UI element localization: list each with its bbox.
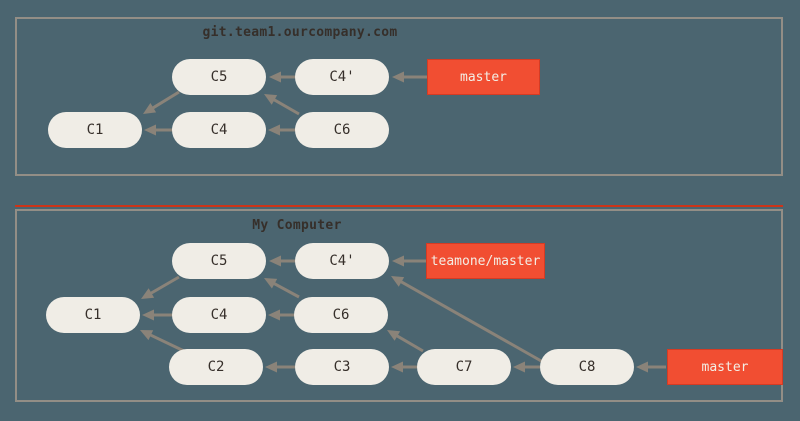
local-box-accent-line: [15, 205, 783, 207]
repo-box-server: [15, 17, 783, 176]
commit-node-local-C4: C4: [172, 297, 266, 333]
commit-node-local-C1: C1: [46, 297, 140, 333]
commit-node-server-C4: C4: [172, 112, 266, 148]
commit-node-local-C6: C6: [294, 297, 388, 333]
server-box-title: git.team1.ourcompany.com: [202, 25, 398, 40]
local-box-title: My Computer: [252, 218, 342, 233]
commit-node-local-C5: C5: [172, 243, 266, 279]
commit-node-local-C7: C7: [417, 349, 511, 385]
commit-node-local-C4p: C4': [295, 243, 389, 279]
branch-label-server-master: master: [427, 59, 540, 95]
branch-label-teamone-master: teamone/master: [426, 243, 545, 279]
commit-node-local-C8: C8: [540, 349, 634, 385]
repo-box-local: [15, 209, 783, 402]
branch-label-local-master: master: [667, 349, 783, 385]
commit-node-local-C2: C2: [169, 349, 263, 385]
commit-node-server-C4p: C4': [295, 59, 389, 95]
commit-node-local-C3: C3: [295, 349, 389, 385]
commit-node-server-C1: C1: [48, 112, 142, 148]
commit-node-server-C5: C5: [172, 59, 266, 95]
commit-node-server-C6: C6: [295, 112, 389, 148]
